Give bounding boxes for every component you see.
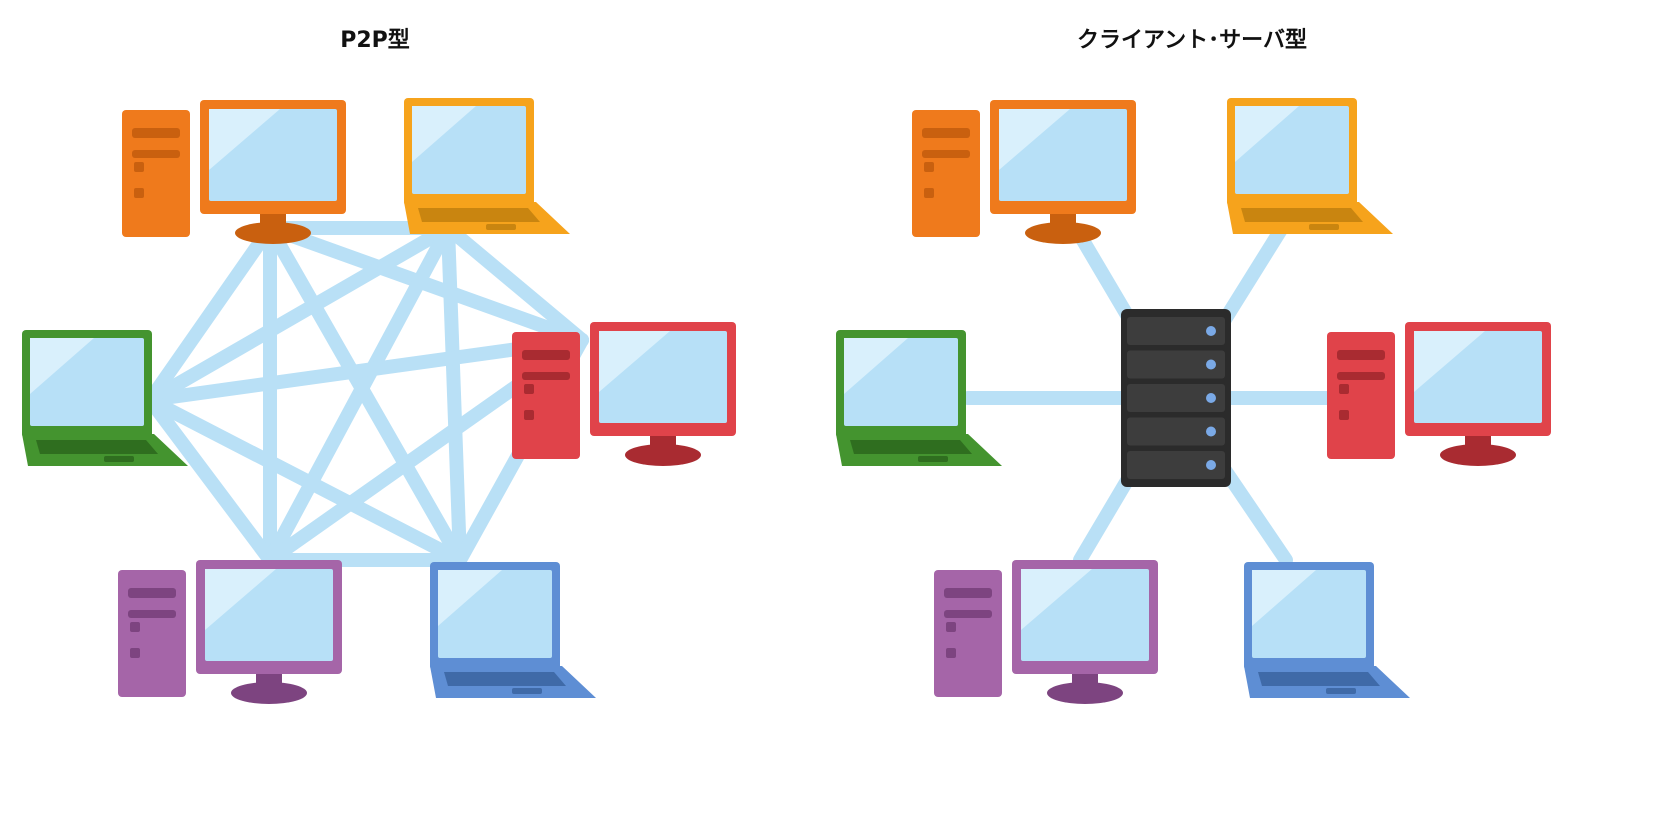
p2p-title: P2P型 (340, 28, 410, 53)
tower-icon (1327, 332, 1395, 459)
tower-icon (912, 110, 980, 237)
p2p-link-0-2 (143, 221, 277, 407)
p2p-link-1-5 (441, 221, 467, 567)
p2p-desktop-4 (118, 560, 342, 704)
tower-icon (512, 332, 580, 459)
client-desktop-3 (1327, 322, 1551, 466)
monitor-icon (200, 100, 346, 244)
client-laptop-5 (1244, 562, 1410, 698)
monitor-icon (196, 560, 342, 704)
p2p-link-2-3 (143, 333, 589, 407)
p2p-link-2-4 (143, 393, 277, 567)
monitor-icon (1405, 322, 1551, 466)
tower-icon (118, 570, 186, 697)
client-server-title: クライアント･サーバ型 (1077, 28, 1307, 53)
p2p-link-1-4 (263, 221, 455, 567)
p2p-link-1-3 (441, 221, 589, 347)
client-desktop-0 (912, 100, 1136, 244)
p2p-laptop-5 (430, 562, 596, 698)
p2p-desktop-3 (512, 322, 736, 466)
p2p-desktop-0 (122, 100, 346, 244)
server-icon (1121, 309, 1231, 487)
client-laptop-1 (1227, 98, 1393, 234)
tower-icon (122, 110, 190, 237)
monitor-icon (1012, 560, 1158, 704)
monitor-icon (590, 322, 736, 466)
client-desktop-4 (934, 560, 1158, 704)
p2p-laptop-2 (22, 330, 188, 466)
client-server-nodes (836, 98, 1551, 704)
p2p-link-0-3 (263, 221, 589, 347)
p2p-laptop-1 (404, 98, 570, 234)
client-laptop-2 (836, 330, 1002, 466)
p2p-nodes (22, 98, 736, 704)
tower-icon (934, 570, 1002, 697)
p2p-link-1-2 (143, 221, 455, 407)
p2p-link-2-5 (143, 393, 467, 567)
monitor-icon (990, 100, 1136, 244)
